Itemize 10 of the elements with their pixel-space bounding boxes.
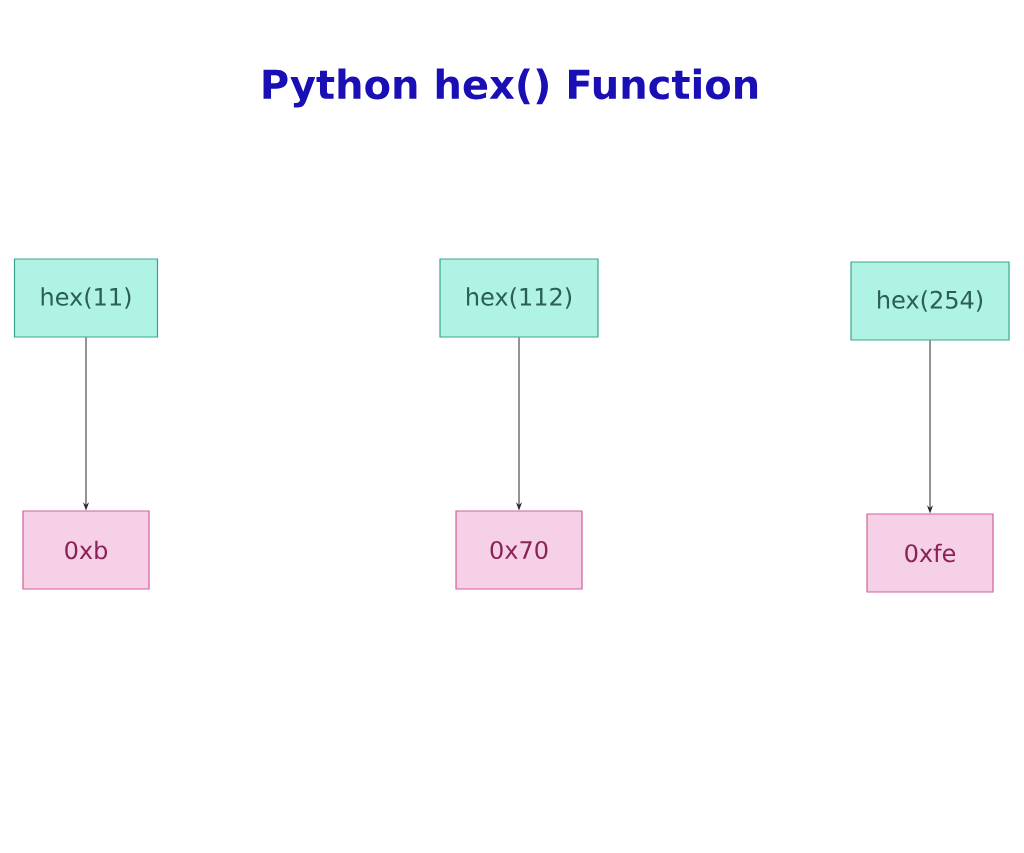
result-box: 0xfe <box>866 513 994 593</box>
function-call-box: hex(254) <box>850 261 1010 341</box>
function-call-box: hex(112) <box>439 258 599 338</box>
arrow <box>516 337 522 510</box>
title: Python hex() Function <box>263 68 758 108</box>
result-box: 0x70 <box>455 510 583 590</box>
result-box: 0xb <box>22 510 150 590</box>
arrow <box>83 337 89 510</box>
function-call-box: hex(11) <box>13 258 159 338</box>
arrow <box>927 340 933 513</box>
